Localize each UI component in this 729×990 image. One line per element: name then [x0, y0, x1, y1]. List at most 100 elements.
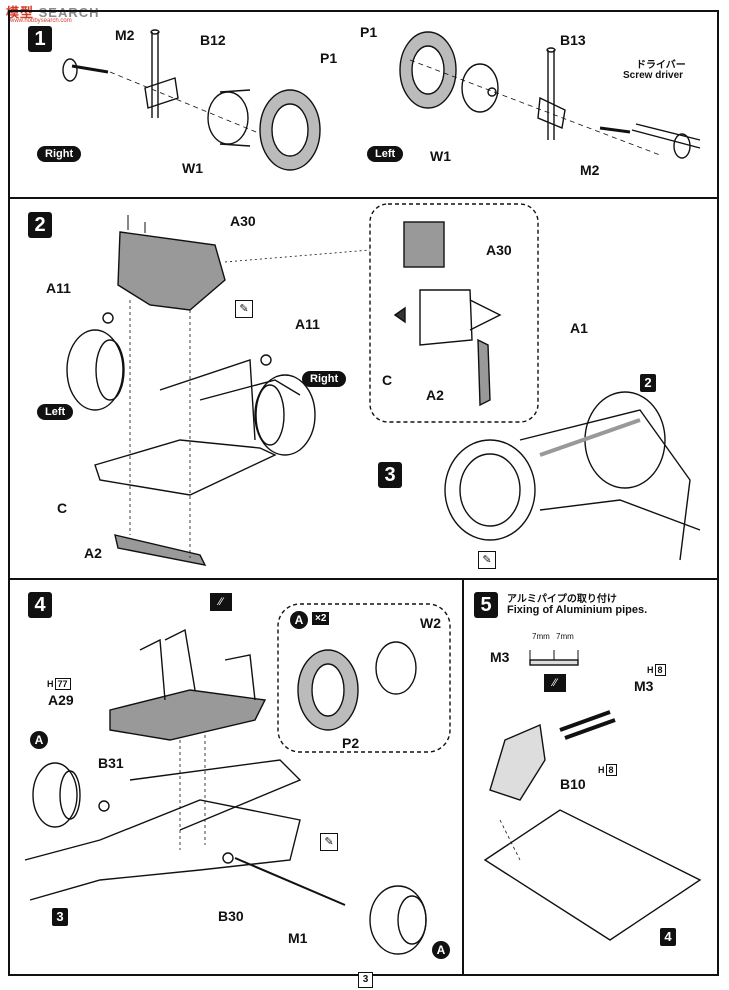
step-4-badge: 4	[28, 592, 52, 618]
screw-driver-label-jp: ドライバー	[636, 60, 686, 71]
step3-wheel-left	[444, 439, 536, 541]
left-wheel-assy	[66, 329, 124, 411]
step2-right-label: Right	[302, 371, 347, 387]
step2-c: C	[57, 500, 68, 516]
step4-chassis	[24, 799, 301, 901]
step1-right-w1: W1	[182, 160, 203, 176]
step4-wheel-a	[32, 762, 78, 828]
divider-step2	[8, 578, 719, 580]
detail-a2-label: A2	[426, 387, 444, 403]
step5-dim1: 7mm	[532, 632, 550, 641]
m3-color-num: 8	[654, 664, 666, 676]
divider-step1	[8, 197, 719, 199]
step-1-badge: 1	[28, 26, 52, 52]
a29-color-prefix: H	[47, 679, 54, 689]
a30-bracket	[117, 231, 226, 311]
detail-a30	[403, 221, 445, 268]
step2-a11-right: A11	[295, 316, 320, 332]
step4-marker-a-left: A	[30, 731, 48, 749]
step4-m1: M1	[288, 930, 308, 946]
divider-step4	[462, 580, 464, 976]
step2-a11-left: A11	[46, 280, 71, 296]
detail-c-label: C	[382, 372, 393, 388]
step3-a1: A1	[570, 320, 588, 336]
detail-a2	[477, 338, 491, 407]
step5-m3: M3	[634, 678, 654, 694]
step1-left-w1: W1	[430, 148, 451, 164]
detail-box-shape	[369, 203, 539, 423]
a2-plate	[114, 534, 207, 566]
w2-wheel-shape	[375, 641, 417, 695]
m3-color-prefix: H	[647, 665, 654, 675]
step-3-badge: 3	[378, 462, 402, 488]
watermark-logo: 模型 SEARCH	[6, 2, 100, 21]
b10-color-prefix: H	[598, 765, 605, 775]
b10-color-num: 8	[605, 764, 617, 776]
step4-b30: B30	[218, 908, 244, 924]
step1-left-p1: P1	[360, 24, 378, 40]
a29-tray	[109, 689, 267, 741]
step2-a30: A30	[230, 213, 256, 229]
w1-wheel-right	[207, 91, 249, 145]
sub-box-shape	[277, 603, 451, 753]
watermark-brand-en: SEARCH	[38, 5, 100, 20]
b31-spacer-shape	[98, 800, 110, 812]
step4-ref-step3: 3	[52, 908, 68, 926]
a29-color-num: 77	[54, 678, 71, 690]
step3-ref-step2: 2	[640, 374, 656, 392]
step-5-badge: 5	[474, 592, 498, 618]
step5-ref-step4: 4	[660, 928, 676, 946]
sub-p2: P2	[342, 735, 360, 751]
watermark-sub: www.hobbysearch.com	[10, 18, 72, 24]
arrow-left-shape	[393, 306, 406, 324]
step2-left-label: Left	[37, 404, 74, 420]
sub-qty: ×2	[312, 612, 330, 625]
sub-marker-a: A	[290, 611, 308, 629]
cement-icon-step2: ✎	[235, 300, 253, 318]
step5-title-jp: アルミパイプの取り付け	[507, 594, 617, 605]
step5-dim2: 7mm	[556, 632, 574, 641]
cement-icon-step4-tray: ⁄⁄	[210, 593, 232, 611]
m2-screw-left	[599, 126, 631, 134]
b13-upright-arm	[537, 96, 566, 129]
cement-icon-step5: ⁄⁄	[544, 674, 566, 692]
screw-driver-label-en: Screw driver	[623, 70, 684, 81]
step1-right-b12: B12	[200, 32, 226, 48]
screw-rotation-arrow	[62, 58, 78, 82]
watermark-brand-cn: 模型	[6, 5, 35, 20]
screw-driver-shaft	[631, 123, 701, 149]
a11-bush-right-shape	[260, 354, 272, 366]
step2-a2: A2	[84, 545, 102, 561]
cement-icon-step4: ✎	[320, 833, 338, 851]
step3-wheel-right	[584, 391, 666, 489]
right-wheel-assy	[254, 374, 316, 456]
chassis-c	[94, 439, 277, 496]
step1-right-label: Right	[37, 146, 82, 162]
step-2-badge: 2	[28, 212, 52, 238]
a1-part-shape	[539, 418, 641, 457]
step5-chassis	[483, 809, 702, 941]
w1-wheel-left	[461, 63, 499, 113]
step1-right-p1: P1	[320, 50, 338, 66]
step1-left-m2: M2	[580, 162, 600, 178]
b30-spacer-shape	[222, 852, 234, 864]
m2-screw-right	[71, 64, 109, 74]
m3-pipes-shape	[559, 710, 616, 740]
step4-a29: A29	[48, 692, 74, 708]
step5-m3-label: M3	[490, 649, 510, 665]
step1-right-m2: M2	[115, 27, 135, 43]
detail-a30-label: A30	[486, 242, 512, 258]
step1-left-b13: B13	[560, 32, 586, 48]
a11-bush-left-shape	[102, 312, 114, 324]
b12-upright-arm	[144, 77, 179, 109]
b10-holder-shape	[489, 723, 546, 801]
step3-frame	[519, 409, 701, 561]
step5-b10: B10	[560, 776, 586, 792]
cement-icon-step3: ✎	[478, 551, 496, 569]
step4-marker-a-right: A	[432, 941, 450, 959]
m1-axle-shape	[234, 857, 346, 906]
step4-b31: B31	[98, 755, 124, 771]
